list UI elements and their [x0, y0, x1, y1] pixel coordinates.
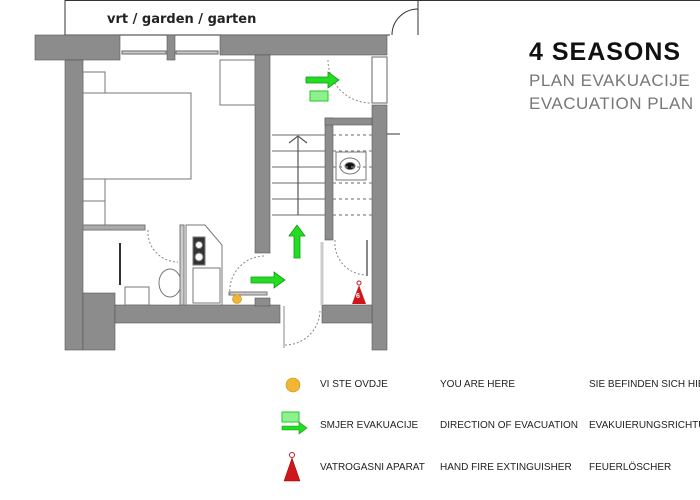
toilet — [158, 268, 182, 298]
legend-evacuation-direction-icon — [281, 411, 308, 435]
legend-de: SIE BEFINDEN SICH HIER — [589, 379, 700, 390]
legend-de: FEUERLÖSCHER — [589, 462, 672, 473]
legend-en: YOU ARE HERE — [440, 379, 516, 390]
legend-de: EVAKUIERUNGSRICHTUNG — [589, 420, 700, 431]
legend-hr: SMJER EVAKUACIJE — [320, 420, 419, 431]
legend-fire-extinguisher-icon — [283, 452, 301, 482]
bed — [82, 92, 192, 180]
property-name: 4 SEASONS — [529, 38, 682, 66]
extinguisher-number: 6 — [356, 293, 360, 300]
arrow-up-icon — [288, 224, 306, 259]
evacuation-arrows — [250, 71, 340, 289]
arrow-right-icon — [305, 71, 340, 89]
plan-title-local: PLAN EVAKUACIJE — [529, 71, 691, 90]
legend-hr: VI STE OVDJE — [320, 379, 388, 390]
legend-you-are-here-icon — [285, 377, 301, 393]
legend-hr: VATROGASNI APARAT — [320, 462, 425, 473]
stairs — [272, 134, 372, 216]
wardrobe — [219, 59, 256, 106]
legend-en: HAND FIRE EXTINGUISHER — [440, 462, 572, 473]
exit-sign-icon — [309, 90, 329, 102]
garden-label: vrt / garden / garten — [107, 12, 257, 27]
windows — [121, 50, 388, 104]
sink — [124, 286, 150, 306]
doors — [147, 59, 371, 346]
you-are-here-dot-icon — [232, 294, 242, 304]
walls — [34, 34, 388, 351]
furniture — [82, 59, 367, 306]
arrow-right-icon — [250, 271, 286, 289]
legend-en: DIRECTION OF EVACUATION — [440, 420, 578, 431]
fire-extinguisher-icon — [352, 280, 366, 304]
plan-title-english: EVACUATION PLAN — [529, 94, 694, 113]
